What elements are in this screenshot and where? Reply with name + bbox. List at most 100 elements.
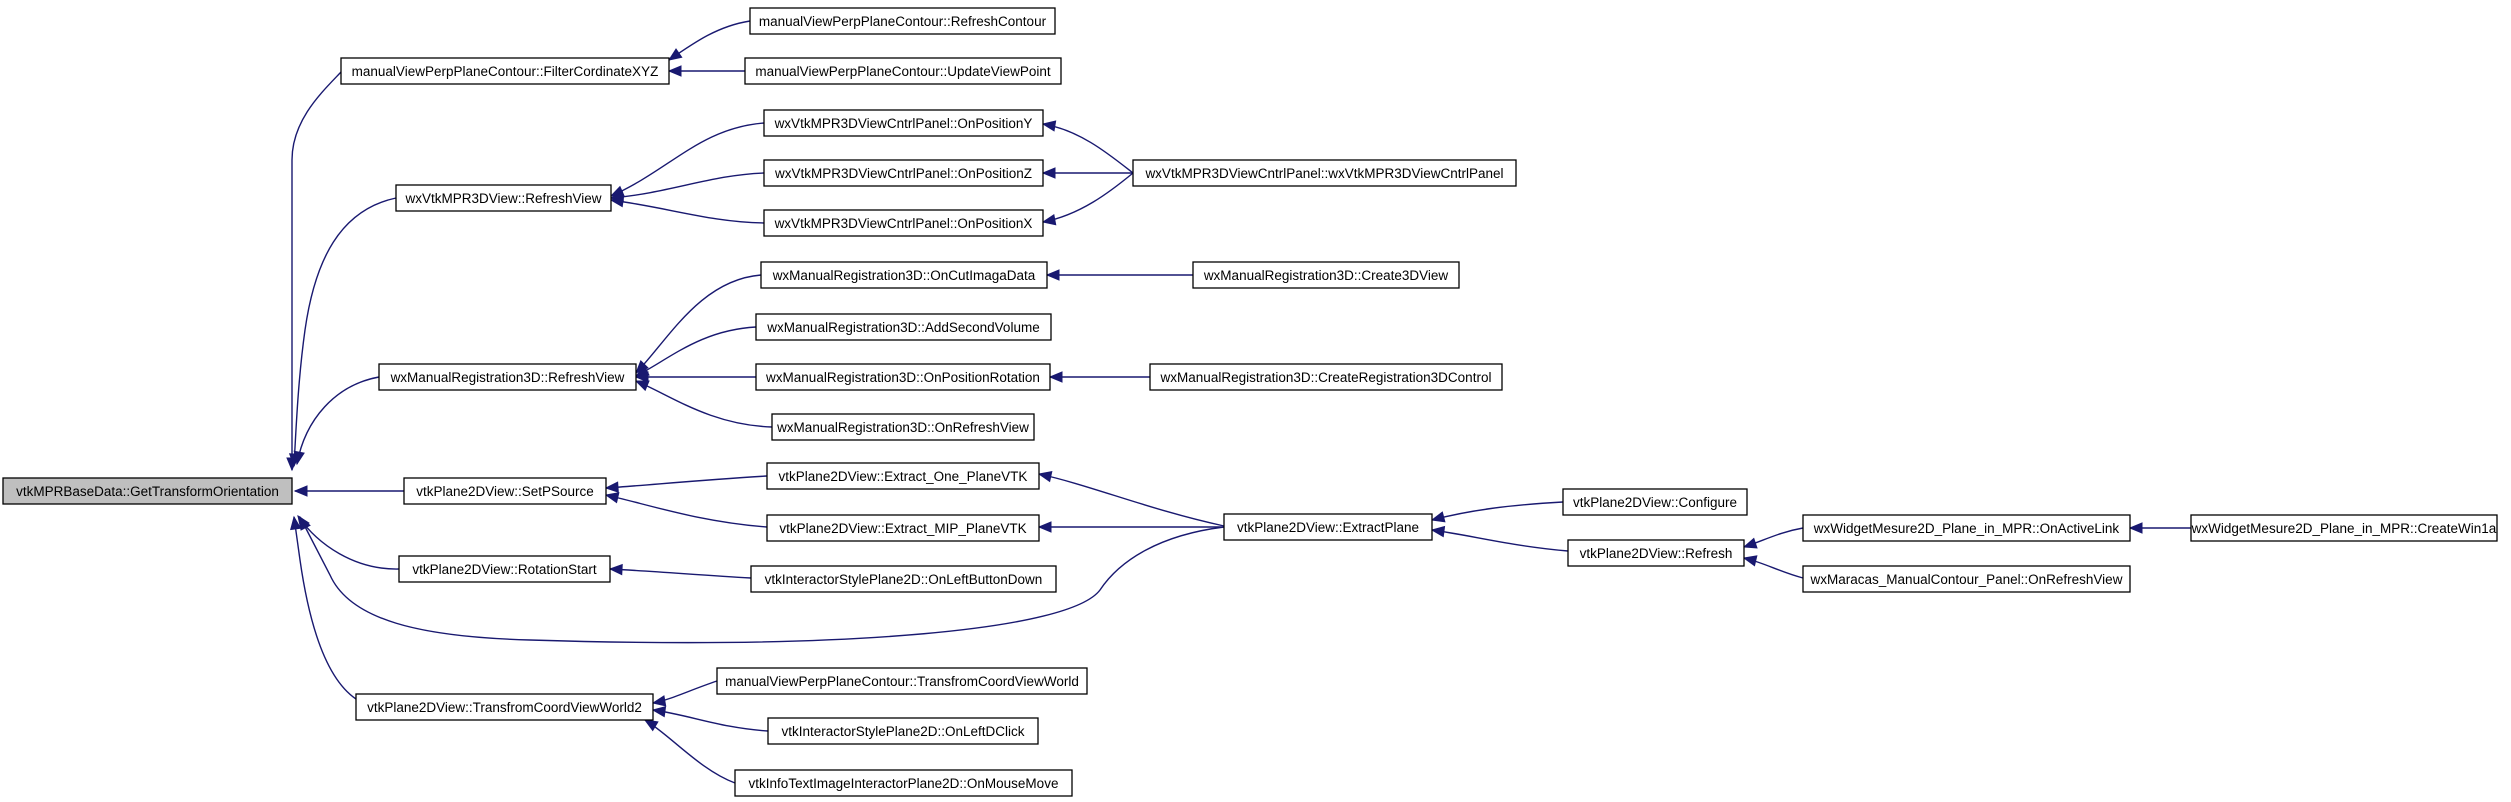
graph-node[interactable]: wxVtkMPR3DViewCntrlPanel::wxVtkMPR3DView… [1132, 159, 1517, 187]
node-label: wxVtkMPR3DView::RefreshView [404, 191, 601, 206]
graph-node[interactable]: vtkInfoTextImageInteractorPlane2D::OnMou… [734, 769, 1073, 797]
node-label: vtkPlane2DView::Extract_MIP_PlaneVTK [779, 521, 1026, 536]
node-label: wxManualRegistration3D::OnRefreshView [776, 420, 1029, 435]
node-label: vtkPlane2DView::TransfromCoordViewWorld2 [367, 700, 642, 715]
edge-mouseMove-to-transWorld2 [644, 719, 736, 784]
edge-extractMIP-to-setPSource [605, 494, 768, 528]
node-label: vtkPlane2DView::Refresh [1580, 546, 1733, 561]
node-label: manualViewPerpPlaneContour::FilterCordin… [352, 64, 659, 79]
node-box [760, 261, 1048, 289]
call-edges [286, 20, 2191, 784]
arrowhead-icon [1037, 521, 1052, 533]
node-box [1132, 159, 1517, 187]
node-box [378, 363, 637, 391]
graph-node[interactable]: vtkPlane2DView::Extract_MIP_PlaneVTK [766, 514, 1040, 542]
node-box [749, 7, 1056, 35]
edge-extractPlane-to-extractOne [1038, 473, 1225, 527]
graph-node[interactable]: wxManualRegistration3D::CreateRegistrati… [1149, 363, 1503, 391]
graph-node[interactable]: manualViewPerpPlaneContour::TransfromCoo… [716, 667, 1088, 695]
graph-node[interactable]: manualViewPerpPlaneContour::FilterCordin… [340, 57, 670, 85]
arrowhead-icon [1037, 471, 1053, 483]
arrowhead-icon [604, 481, 619, 493]
node-label: vtkPlane2DView::Extract_One_PlaneVTK [779, 469, 1028, 484]
node-label: vtkPlane2DView::SetPSource [416, 484, 594, 499]
node-box [1223, 513, 1433, 541]
node-box [763, 159, 1044, 187]
edge-wx3dRefresh-to-root [293, 197, 397, 467]
node-box [2, 477, 293, 505]
node-label: wxVtkMPR3DViewCntrlPanel::OnPositionX [774, 216, 1033, 231]
arrowhead-icon [651, 695, 667, 707]
graph-node[interactable]: wxManualRegistration3D::RefreshView [378, 363, 637, 391]
node-box [755, 313, 1052, 341]
arrowhead-icon [290, 515, 302, 531]
edge-refreshContour-to-filter [668, 20, 751, 61]
graph-node[interactable]: vtkPlane2DView::Extract_One_PlaneVTK [766, 462, 1040, 490]
graph-node[interactable]: wxMaracas_ManualContour_Panel::OnRefresh… [1802, 565, 2131, 593]
arrowhead-icon [609, 195, 625, 208]
graph-node[interactable]: vtkPlane2DView::Refresh [1567, 539, 1745, 567]
graph-node[interactable]: wxManualRegistration3D::AddSecondVolume [755, 313, 1052, 341]
node-box [395, 184, 612, 212]
graph-node[interactable]: manualViewPerpPlaneContour::UpdateViewPo… [744, 57, 1062, 85]
arrowhead-icon [667, 65, 682, 77]
edge-posZ-to-wx3dRefresh [610, 172, 765, 199]
node-box [2190, 514, 2498, 542]
graph-node[interactable]: vtkPlane2DView::SetPSource [403, 477, 607, 505]
edge-extractPlane-to-root [299, 516, 1225, 644]
node-label: wxManualRegistration3D::OnCutImagaData [772, 268, 1036, 283]
arrowhead-icon [608, 563, 623, 576]
graph-node[interactable]: wxManualRegistration3D::Create3DView [1192, 261, 1460, 289]
node-label: manualViewPerpPlaneContour::RefreshConto… [759, 14, 1047, 29]
node-box [398, 555, 611, 583]
edge-leftDClick-to-transWorld2 [652, 709, 769, 732]
graph-node[interactable]: vtkPlane2DView::RotationStart [398, 555, 611, 583]
graph-node[interactable]: wxManualRegistration3D::OnPositionRotati… [755, 363, 1051, 391]
graph-node[interactable]: vtkPlane2DView::TransfromCoordViewWorld2 [355, 693, 654, 721]
node-box [716, 667, 1088, 695]
node-label: wxManualRegistration3D::CreateRegistrati… [1160, 370, 1492, 385]
node-box [403, 477, 607, 505]
graph-node[interactable]: wxVtkMPR3DViewCntrlPanel::OnPositionX [763, 209, 1044, 237]
arrowhead-icon [299, 515, 311, 531]
node-label: wxVtkMPR3DViewCntrlPanel::OnPositionY [774, 116, 1033, 131]
arrowhead-icon [1048, 371, 1063, 383]
graph-node[interactable]: wxVtkMPR3DView::RefreshView [395, 184, 612, 212]
node-box [340, 57, 670, 85]
node-label: wxManualRegistration3D::Create3DView [1203, 268, 1449, 283]
arrowhead-icon [1430, 525, 1446, 538]
arrowhead-icon [1430, 511, 1446, 523]
arrowhead-icon [1041, 120, 1057, 132]
graph-node[interactable]: wxManualRegistration3D::OnCutImagaData [760, 261, 1048, 289]
node-box [1802, 514, 2131, 542]
node-box [750, 565, 1057, 593]
edge-mrRefresh-to-root [296, 376, 380, 465]
graph-node[interactable]: wxVtkMPR3DViewCntrlPanel::OnPositionZ [763, 159, 1044, 187]
graph-node[interactable]: vtkInteractorStylePlane2D::OnLeftButtonD… [750, 565, 1057, 593]
node-label: vtkMPRBaseData::GetTransformOrientation [16, 484, 279, 499]
graph-node[interactable]: vtkPlane2DView::Configure [1562, 488, 1748, 516]
graph-node[interactable]: manualViewPerpPlaneContour::RefreshConto… [749, 7, 1056, 35]
arrowhead-icon [293, 450, 305, 466]
node-label: vtkInfoTextImageInteractorPlane2D::OnMou… [749, 776, 1059, 791]
node-label: wxManualRegistration3D::RefreshView [390, 370, 625, 385]
node-box [744, 57, 1062, 85]
graph-node[interactable]: wxManualRegistration3D::OnRefreshView [771, 413, 1035, 441]
graph-node[interactable]: wxVtkMPR3DViewCntrlPanel::OnPositionY [763, 109, 1044, 137]
arrowhead-icon [634, 371, 649, 383]
graph-node[interactable]: wxWidgetMesure2D_Plane_in_MPR::CreateWin… [2190, 514, 2498, 542]
arrowhead-icon [643, 719, 659, 732]
graph-node[interactable]: wxWidgetMesure2D_Plane_in_MPR::OnActiveL… [1802, 514, 2131, 542]
graph-node[interactable]: vtkPlane2DView::ExtractPlane [1223, 513, 1433, 541]
graph-node[interactable]: vtkInteractorStylePlane2D::OnLeftDClick [767, 717, 1039, 745]
node-label: wxManualRegistration3D::AddSecondVolume [766, 320, 1039, 335]
arrowhead-icon [1742, 555, 1758, 567]
arrowhead-icon [293, 485, 308, 497]
root-node[interactable]: vtkMPRBaseData::GetTransformOrientation [2, 477, 293, 505]
edge-posX-to-wx3dRefresh [610, 199, 765, 224]
node-box [766, 514, 1040, 542]
node-label: manualViewPerpPlaneContour::TransfromCoo… [725, 674, 1079, 689]
node-label: wxWidgetMesure2D_Plane_in_MPR::OnActiveL… [1813, 521, 2120, 536]
arrowhead-icon [667, 48, 683, 61]
